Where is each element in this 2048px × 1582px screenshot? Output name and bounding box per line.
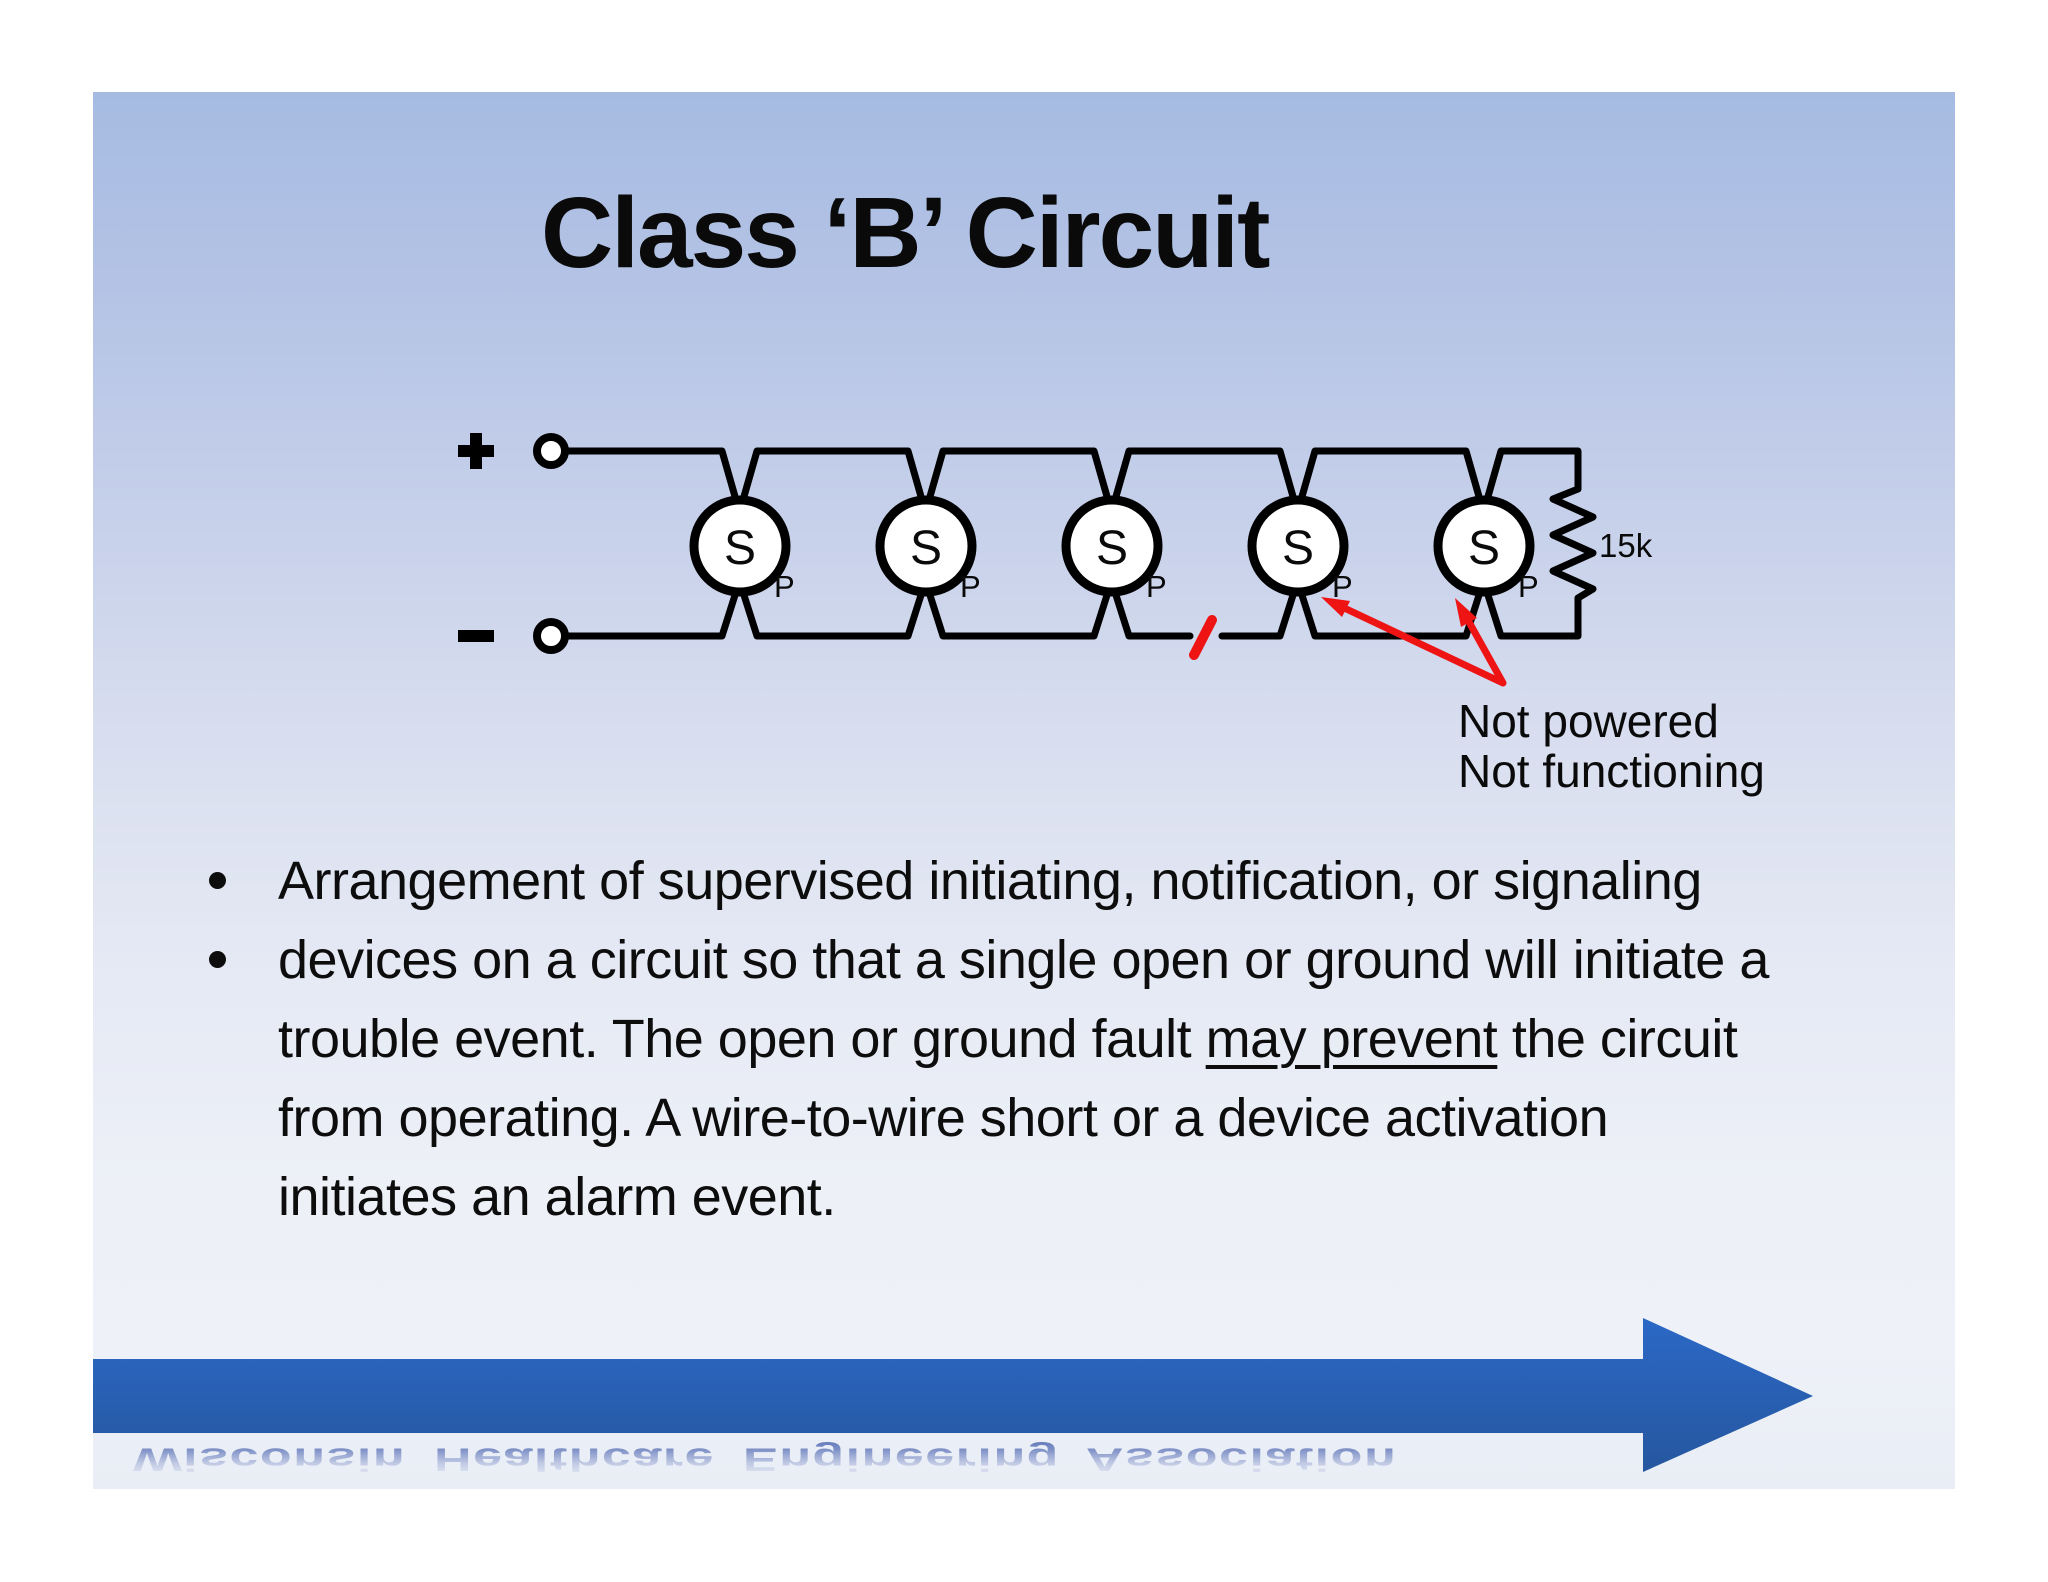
bullet-line: initiates an alarm event. [278,1167,836,1227]
bullet-dot [209,872,226,889]
bullet-dot [209,951,226,968]
circuit-wires [563,447,1582,640]
resistor-value-label: 15k [1599,527,1653,564]
bullet-text-block: Arrangement of supervised initiating, no… [205,842,1935,1237]
device-4 [1247,495,1349,597]
bullet-line: from operating. A wire-to-wire short or … [278,1088,1609,1148]
minus-terminal-symbol [458,630,494,642]
slide-title: Class ‘B’ Circuit [541,177,1270,289]
negative-terminal [533,618,569,654]
annotation-line-1: Not powered [1458,695,1719,747]
device-5-label: S [1468,522,1500,575]
device-2-label: S [910,522,942,575]
annotation-text: Not powered Not functioning [1458,696,1765,796]
open-fault-slash [1189,615,1217,660]
bullet-line: devices on a circuit so that a single op… [205,921,1935,1000]
device-1-label: S [724,522,756,575]
callout-arrowhead-right [1455,598,1477,627]
plus-terminal-symbol [458,433,494,469]
bullet-line: Arrangement of supervised initiating, no… [205,842,1935,921]
device-5-sub: P [1518,569,1539,604]
callout-arrow-shafts [1336,602,1507,687]
device-1-sub: P [774,569,795,604]
device-3 [1061,495,1163,597]
banner-arrow-shape [93,1318,1813,1472]
device-3-sub: P [1146,569,1167,604]
positive-terminal [533,433,569,469]
eol-resistor [1549,451,1597,636]
device-4-label: S [1282,522,1314,575]
device-2-sub: P [960,569,981,604]
device-1 [689,495,791,597]
slide: Class ‘B’ Circuit 15k [93,92,1955,1489]
callout-arrowhead-left [1321,597,1350,617]
device-circles [689,495,1535,597]
device-4-sub: P [1332,569,1353,604]
device-3-label: S [1096,522,1128,575]
device-5 [1433,495,1535,597]
class-b-circuit-diagram: 15k S S S S S P P P P P [458,433,1653,687]
callout-arrows [1321,597,1507,687]
bullet-line: trouble event. The open or ground fault … [278,1009,1738,1069]
banner-arrow [93,1318,1813,1472]
annotation-line-2: Not functioning [1458,745,1765,797]
device-2 [875,495,977,597]
